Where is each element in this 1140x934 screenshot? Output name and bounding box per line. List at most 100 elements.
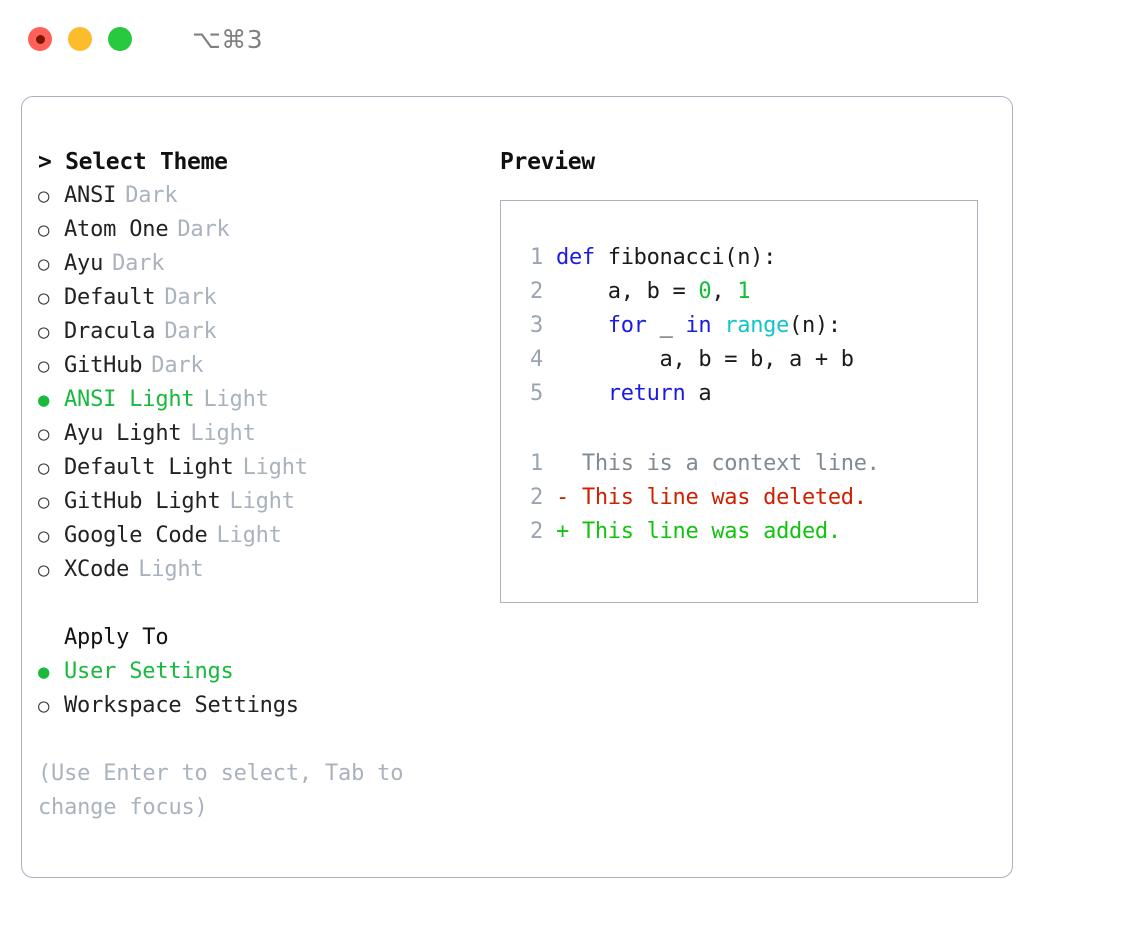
theme-variant-badge: Light: [203, 387, 269, 412]
theme-variant-badge: Dark: [112, 251, 165, 276]
theme-option-atom-one[interactable]: ○ Atom One Dark: [38, 213, 478, 247]
theme-variant-badge: Light: [242, 455, 308, 480]
theme-option-dracula[interactable]: ○ Dracula Dark: [38, 315, 478, 349]
apply-to-option-label: Workspace Settings: [64, 693, 299, 718]
prompt-caret-icon: >: [38, 149, 52, 175]
theme-option-label: ANSI Light: [64, 387, 195, 412]
theme-variant-badge: Light: [190, 421, 256, 446]
maximize-button[interactable]: [108, 27, 132, 51]
code-line-text: + This line was added.: [556, 515, 841, 549]
radio-unselected-icon: ○: [38, 355, 50, 377]
section-spacer: [38, 587, 478, 621]
line-number: 4: [530, 347, 543, 372]
select-theme-heading-label: Select Theme: [65, 149, 228, 175]
radio-unselected-icon: ○: [38, 559, 50, 581]
apply-to-option-user-settings[interactable]: ●User Settings: [38, 655, 478, 689]
code-token: def: [556, 245, 608, 270]
hint-spacer: [38, 723, 478, 757]
code-token: This is a context line.: [556, 451, 880, 476]
code-line-text: a, b = 0, 1: [556, 275, 751, 309]
theme-variant-badge: Dark: [125, 183, 178, 208]
theme-variant-badge: Dark: [164, 285, 217, 310]
code-token: return: [607, 381, 686, 406]
line-number: 1: [530, 451, 543, 476]
theme-option-label: Dracula: [64, 319, 156, 344]
code-line: 5 return a: [515, 377, 971, 411]
theme-option-github[interactable]: ○ GitHub Dark: [38, 349, 478, 383]
theme-variant-badge: Dark: [164, 319, 217, 344]
line-number: 2: [530, 279, 543, 304]
code-line: 2 a, b = 0, 1: [515, 275, 971, 309]
radio-unselected-icon: ○: [38, 321, 50, 343]
minimize-button[interactable]: [68, 27, 92, 51]
theme-option-github-light[interactable]: ○ GitHub Light Light: [38, 485, 478, 519]
diff-sample-block: 1 This is a context line. 2 - This line wa…: [515, 447, 971, 549]
code-token: fibonacci(n):: [607, 245, 777, 270]
radio-unselected-icon: ○: [38, 491, 50, 513]
close-button[interactable]: [28, 27, 52, 51]
theme-variant-badge: Dark: [177, 217, 230, 242]
line-number: 5: [530, 381, 543, 406]
radio-unselected-icon: ○: [38, 219, 50, 241]
radio-unselected-icon: ○: [38, 525, 50, 547]
theme-option-label: GitHub Light: [64, 489, 221, 514]
code-token: - This line was deleted.: [556, 485, 867, 510]
theme-option-default[interactable]: ○ Default Dark: [38, 281, 478, 315]
theme-option-label: Google Code: [64, 523, 208, 548]
apply-to-option-workspace-settings[interactable]: ○ Workspace Settings: [38, 689, 478, 723]
theme-variant-badge: Dark: [151, 353, 204, 378]
diff-line: 2 - This line was deleted.: [515, 481, 971, 515]
theme-option-label: ANSI: [64, 183, 117, 208]
theme-option-label: GitHub: [64, 353, 143, 378]
theme-option-label: XCode: [64, 557, 130, 582]
line-number: 3: [530, 313, 543, 338]
theme-variant-badge: Light: [229, 489, 295, 514]
theme-option-label: Default: [64, 285, 156, 310]
radio-selected-icon: ●: [38, 661, 50, 683]
apply-to-title: Apply To: [64, 625, 169, 650]
theme-option-label: Atom One: [64, 217, 169, 242]
code-line-text: - This line was deleted.: [556, 481, 867, 515]
code-line-text: for _ in range(n):: [556, 309, 841, 343]
line-number: 2: [530, 485, 543, 510]
line-number: 1: [530, 245, 543, 270]
code-line: 4 a, b = b, a + b: [515, 343, 971, 377]
code-token: + This line was added.: [556, 519, 841, 544]
code-line-text: This is a context line.: [556, 447, 880, 481]
code-token: range: [724, 313, 790, 338]
code-token: (n):: [789, 313, 841, 338]
radio-unselected-icon: ○: [38, 287, 50, 309]
radio-unselected-icon: ○: [38, 253, 50, 275]
code-token: [711, 313, 724, 338]
keyboard-hint-text: (Use Enter to select, Tab to change focu…: [38, 761, 404, 820]
theme-option-label: Ayu: [64, 251, 104, 276]
code-line-text: a, b = b, a + b: [556, 343, 855, 377]
code-line-text: return a: [556, 377, 712, 411]
diff-line: 2+ This line was added.: [515, 515, 971, 549]
code-token: 0: [698, 279, 712, 304]
code-line-text: def fibonacci(n):: [556, 241, 776, 275]
code-token: for: [607, 313, 647, 338]
theme-option-label: Ayu Light: [64, 421, 182, 446]
theme-option-label: Default Light: [64, 455, 234, 480]
code-token: [556, 381, 608, 406]
select-theme-heading: > Select Theme: [38, 145, 478, 179]
radio-unselected-icon: ○: [38, 695, 50, 717]
code-token: a, b =: [556, 279, 699, 304]
theme-option-ayu[interactable]: ○ Ayu Dark: [38, 247, 478, 281]
code-line: 3 for _ in range(n):: [515, 309, 971, 343]
code-token: in: [685, 313, 712, 338]
code-token: 1: [737, 279, 751, 304]
code-diff-gap: [515, 411, 971, 447]
